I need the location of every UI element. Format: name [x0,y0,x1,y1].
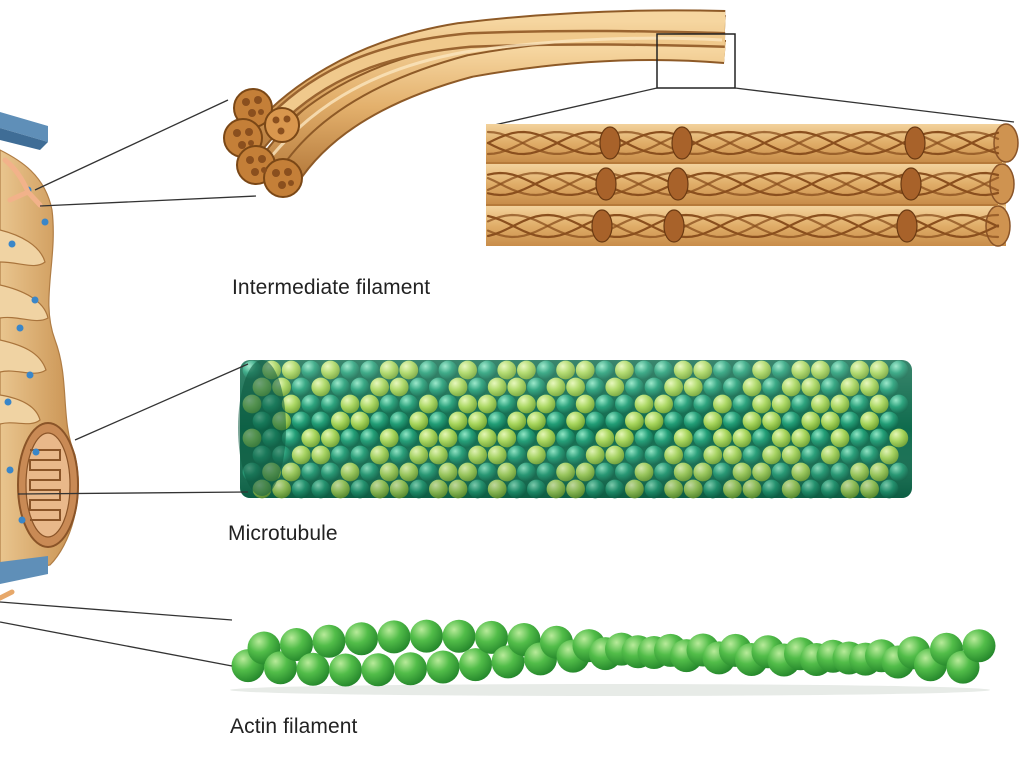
actin-monomer [377,620,411,654]
actin-monomer [394,652,427,686]
filament-cross-section [223,88,303,198]
actin-monomer [962,629,996,663]
microtubule-illustration [17,360,912,499]
cell-cutaway [0,112,79,601]
actin-monomer [345,622,378,656]
actin-monomer [426,650,460,684]
intermediate-filament-magnified [486,123,1019,247]
actin-filament-illustration [0,601,996,696]
intermediate-filament-illustration [34,9,1019,247]
actin-monomer [361,653,395,687]
actin-monomer [312,624,346,658]
actin-monomer [296,652,330,686]
microtubule-lumen [238,360,286,496]
fiber-knot [663,209,685,243]
leader-line [0,621,233,667]
fiber-knot [591,209,613,243]
intermediate-filament-label: Intermediate filament [232,276,431,299]
leader-line [74,363,249,441]
microtubule-label: Microtubule [228,522,338,545]
actin-monomer [410,619,443,653]
fiber-knot [904,126,926,160]
leader-line [34,99,229,191]
actin-monomer [475,620,508,654]
membrane-plate-top [0,112,48,142]
membrane-plate-bottom [0,556,48,584]
actin-monomer [264,651,297,685]
fiber-knot [900,167,922,201]
actin-subunits [231,619,996,687]
intermediate-filament-bundle [223,9,727,198]
actin-monomer [329,653,362,687]
actin-monomer [459,648,492,682]
mitochondrion [17,422,79,548]
actin-monomer [280,628,313,661]
leader-line [17,491,249,495]
leader-line [0,601,233,621]
fiber-knot [896,209,918,243]
fiber-knot [667,167,689,201]
actin-monomer [442,619,476,653]
fiber-knot [599,126,621,160]
zoom-box [656,33,736,89]
actin-filament-label: Actin filament [230,715,358,738]
er-fold [0,229,46,267]
fiber-knot [671,126,693,160]
fiber-knot [595,167,617,201]
leader-line [39,195,257,207]
